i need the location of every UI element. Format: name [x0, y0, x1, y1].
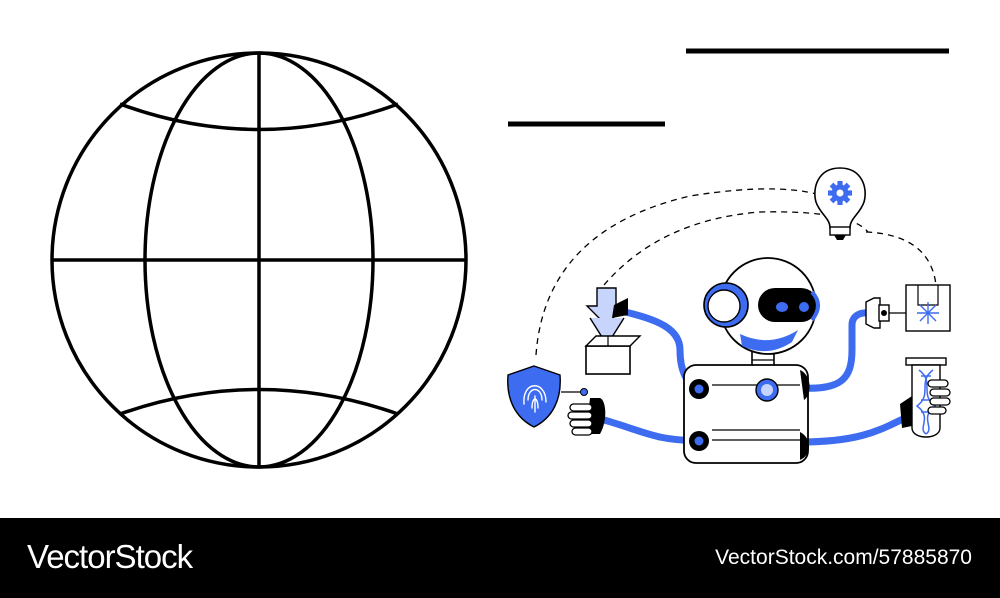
laser-spark-icon — [917, 302, 939, 324]
robot-assistant-icon — [683, 257, 820, 464]
cable-lower-left — [600, 416, 701, 444]
lightbulb-gear-icon — [814, 167, 866, 240]
laser-device-icon — [865, 284, 951, 332]
illustration-canvas — [50, 48, 951, 469]
dashed-orbit-arcs — [535, 188, 937, 356]
download-box-icon — [584, 287, 642, 375]
cable-lower-right — [796, 414, 909, 446]
outer-orbit-arc — [535, 188, 835, 356]
stock-image-id: VectorStock.com/57885870 — [715, 546, 972, 569]
globe-south-parallel — [119, 387, 399, 416]
gripper-claw — [612, 298, 628, 318]
bulb-tip — [834, 235, 846, 240]
cable-upper-right — [796, 309, 872, 392]
robot-left-eye — [776, 302, 788, 312]
fingerprint-icon — [523, 385, 547, 413]
shield — [507, 365, 561, 428]
robot-right-eye — [799, 302, 809, 312]
globe-grid-icon — [50, 51, 468, 469]
robot-left-hand — [567, 398, 606, 436]
robot-jaw — [740, 330, 798, 352]
inner-orbit-arc — [603, 211, 869, 286]
fingerprint-shield-icon — [507, 365, 588, 428]
right-orbit-arc — [865, 231, 937, 286]
vectorstock-logo: VectorStock — [27, 538, 193, 575]
gear-icon — [828, 181, 852, 205]
download-box — [585, 345, 631, 375]
watermark-footer: VectorStock VectorStock.com/57885870 — [0, 518, 1000, 598]
illustration-svg — [50, 48, 951, 469]
robot-visor — [758, 288, 818, 322]
bulb-socket — [829, 226, 851, 236]
globe-north-parallel — [119, 102, 399, 132]
dna-test-tube-icon — [900, 357, 951, 438]
